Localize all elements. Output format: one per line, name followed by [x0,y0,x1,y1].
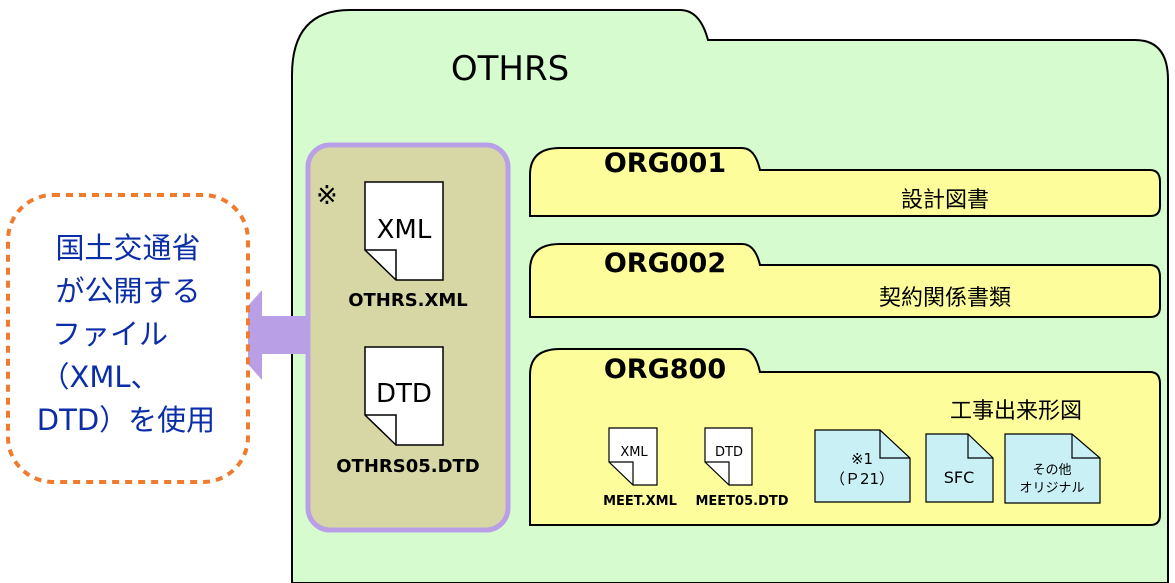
p21-file-fold [879,430,910,459]
other-file-line2: オリジナル [1019,481,1084,496]
callout-line-4: （XML、 [40,360,159,394]
sfc-file-fold [967,434,993,459]
callout-line-3: ファイル [52,317,168,351]
folder-org002-shape [529,243,1161,318]
meet-xml-file-icon [608,427,658,486]
meet-xml-type: XML [620,445,648,460]
callout-line-2: が公開する [55,274,200,308]
sfc-file-icon [925,433,994,503]
meet-dtd-file-icon [704,427,753,486]
sfc-file-label: SFC [944,468,975,487]
folder-org002-name: ORG002 [604,248,726,279]
note-mark: ※ [316,181,338,211]
folder-org001-name: ORG001 [604,148,726,179]
meet-dtd-type: DTD [715,445,743,460]
callout-line-1: 国土交通省 [55,231,200,265]
p21-file-icon [814,429,911,503]
dtd-file-type: DTD [376,379,432,409]
other-file-fold [1071,434,1100,459]
xml-file-icon [364,181,444,281]
folder-org800-label: 工事出来形図 [950,399,1082,424]
folder-org001-label: 設計図書 [901,188,989,213]
xml-file-type: XML [377,215,432,245]
other-file-line1: その他 [1032,463,1071,478]
other-file-icon [1004,433,1101,504]
dtd-file-icon [364,346,444,446]
folder-org002-label: 契約関係書類 [879,286,1011,311]
callout-line-5: DTD）を使用 [37,403,215,437]
meet-xml-name: MEET.XML [603,494,677,509]
meet-dtd-name: MEET05.DTD [695,494,788,509]
p21-file-line2: （Ｐ21） [830,470,894,488]
p21-file-line1: ※1 [851,450,873,468]
callout-box [6,193,250,484]
dtd-file-name: OTHRS05.DTD [336,456,480,477]
folder-org800-name: ORG800 [604,354,726,385]
xml-file-name: OTHRS.XML [348,290,468,311]
folder-org001-shape [529,147,1161,217]
root-folder-name: OTHRS [451,49,569,89]
